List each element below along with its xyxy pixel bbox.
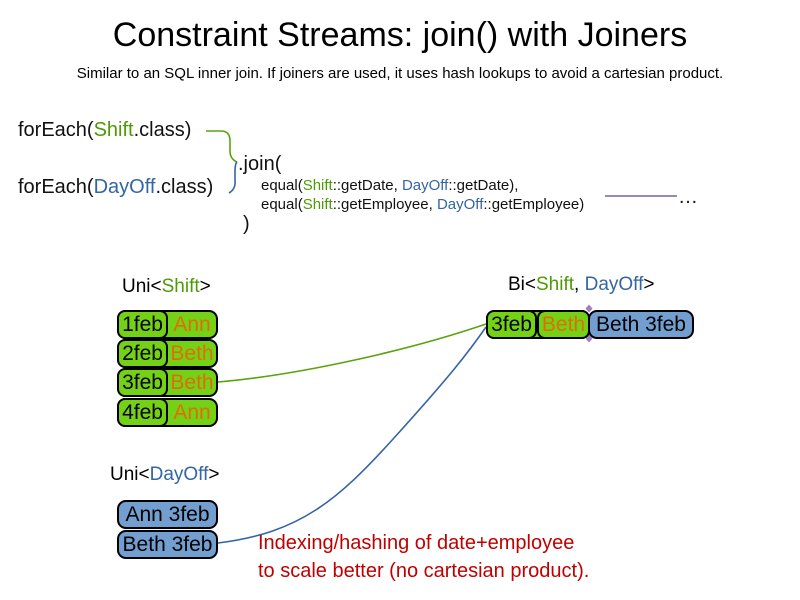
code-joiner-date: equal(Shift::getDate, DayOff::getDate),: [261, 177, 518, 194]
shift-to-bi-line: [217, 323, 487, 383]
uni-dayoff-row-2: Beth 3feb: [117, 530, 218, 559]
date-cell: 4feb: [117, 398, 168, 427]
page-subtitle: Similar to an SQL inner join. If joiners…: [76, 65, 724, 82]
dayoff-class-token: DayOff: [436, 196, 484, 213]
dayoff-type-token: DayOff: [149, 464, 209, 485]
note-line-2: to scale better (no cartesian product).: [258, 560, 590, 582]
uni-dayoff-label: Uni<DayOff>: [110, 464, 220, 486]
dayoff-class-token: DayOff: [93, 176, 156, 198]
date-cell: 1feb: [117, 310, 168, 339]
join-brace-shift-line: [206, 130, 238, 163]
dayoff-to-bi-line: [217, 326, 487, 544]
employee-cell: Beth: [170, 370, 214, 394]
shift-type-token: Shift: [536, 274, 575, 295]
join-brace-dayoff-line: [228, 161, 238, 194]
shift-class-token: Shift: [302, 177, 333, 194]
label-text: >: [643, 274, 655, 295]
code-text: ::getEmployee,: [332, 196, 437, 213]
shift-class-token: Shift: [93, 119, 134, 141]
note-line-1: Indexing/hashing of date+employee: [258, 532, 575, 554]
joiner-ellipsis: …: [678, 186, 699, 208]
code-text: .class): [155, 176, 214, 198]
dayoff-class-token: DayOff: [401, 177, 449, 194]
shift-type-token: Shift: [161, 276, 200, 297]
code-join-open: .join(: [238, 153, 282, 175]
date-cell: 3feb: [486, 310, 537, 339]
uni-shift-row-2: 2feb Beth: [117, 339, 218, 368]
label-text: >: [208, 464, 220, 485]
date-cell: 3feb: [117, 368, 168, 397]
label-text: ,: [574, 274, 585, 295]
label-text: Bi<: [508, 274, 536, 295]
code-text: equal(: [261, 177, 303, 194]
code-joiner-employee: equal(Shift::getEmployee, DayOff::getEmp…: [261, 196, 584, 213]
date-cell: 2feb: [117, 339, 168, 368]
uni-shift-row-4: 4feb Ann: [117, 398, 218, 427]
code-text: ::getEmployee): [483, 196, 585, 213]
code-text: forEach(: [18, 119, 94, 141]
bi-row-shift-part: 3feb Beth: [486, 310, 590, 339]
indexing-note: Indexing/hashing of date+employee to sca…: [258, 529, 589, 585]
employee-cell: Ann: [173, 312, 211, 336]
page-title: Constraint Streams: join() with Joiners: [112, 16, 688, 54]
code-text: forEach(: [18, 176, 94, 198]
employee-cell: Beth: [170, 341, 214, 365]
label-text: Uni<: [122, 276, 162, 297]
code-text: equal(: [261, 196, 303, 213]
bi-label: Bi<Shift, DayOff>: [508, 274, 654, 296]
code-text: ::getDate),: [448, 177, 519, 194]
code-text: ::getDate,: [332, 177, 402, 194]
employee-cell: Beth: [537, 310, 590, 339]
bi-row-dayoff-part: Beth 3feb: [588, 310, 694, 339]
uni-shift-label: Uni<Shift>: [122, 276, 211, 298]
label-text: Uni<: [110, 464, 150, 485]
shift-class-token: Shift: [302, 196, 333, 213]
label-text: >: [199, 276, 211, 297]
code-foreach-dayoff: forEach(DayOff.class): [18, 176, 213, 199]
code-foreach-shift: forEach(Shift.class): [18, 119, 191, 142]
code-text: .class): [133, 119, 192, 141]
uni-shift-row-1: 1feb Ann: [117, 310, 218, 339]
dayoff-type-token: DayOff: [584, 274, 644, 295]
uni-shift-row-3: 3feb Beth: [117, 368, 218, 397]
uni-dayoff-row-1: Ann 3feb: [117, 500, 218, 529]
code-join-close: ): [243, 213, 250, 235]
employee-cell: Ann: [173, 400, 211, 424]
